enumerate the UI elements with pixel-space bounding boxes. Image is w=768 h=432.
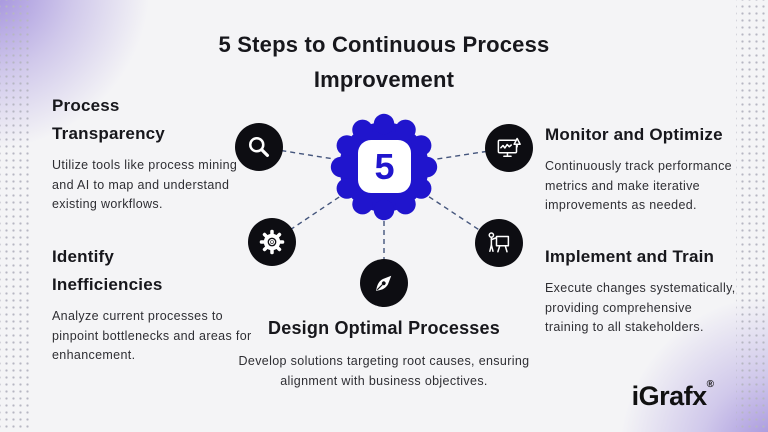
registered-trademark: ® — [706, 379, 714, 390]
step-heading: Monitor and Optimize — [545, 125, 723, 144]
step-heading: Process Transparency — [52, 96, 165, 143]
center-badge: 5 — [328, 111, 440, 223]
step-monitor-and-optimize: Monitor and Optimize Continuously track … — [545, 121, 755, 216]
step-body: Develop solutions targeting root causes,… — [238, 354, 530, 388]
step-implement-and-train: Implement and Train Execute changes syst… — [545, 243, 735, 338]
page-title-line2: Improvement — [313, 67, 455, 92]
step-heading: Identify Inefficiencies — [52, 247, 163, 294]
magnifier-icon — [235, 123, 283, 171]
step-body: Analyze current processes to pinpoint bo… — [52, 309, 252, 362]
badge-number-card: 5 — [358, 140, 411, 193]
badge-number: 5 — [374, 145, 395, 187]
pen-nib-icon — [360, 259, 408, 307]
step-body: Utilize tools like process mining and AI… — [52, 158, 238, 211]
step-body: Continuously track performance metrics a… — [545, 159, 732, 212]
presentation-icon — [475, 219, 523, 267]
gear-icon — [248, 218, 296, 266]
step-identify-inefficiencies: Identify Inefficiencies Analyze current … — [52, 243, 251, 366]
step-heading: Implement and Train — [545, 247, 715, 266]
page-title: 5 Steps to Continuous Process Improvemen… — [0, 27, 768, 97]
page-title-line1: 5 Steps to Continuous Process — [218, 32, 550, 57]
step-process-transparency: Process Transparency Utilize tools like … — [52, 92, 237, 215]
step-design-optimal-processes: Design Optimal Processes Develop solutio… — [224, 314, 544, 391]
igrafx-logo: iGrafx® — [632, 379, 714, 412]
igrafx-logo-text: iGrafx — [631, 381, 708, 411]
monitor-chart-icon — [485, 124, 533, 172]
step-body: Execute changes systematically, providin… — [545, 281, 736, 334]
step-heading: Design Optimal Processes — [268, 318, 500, 338]
